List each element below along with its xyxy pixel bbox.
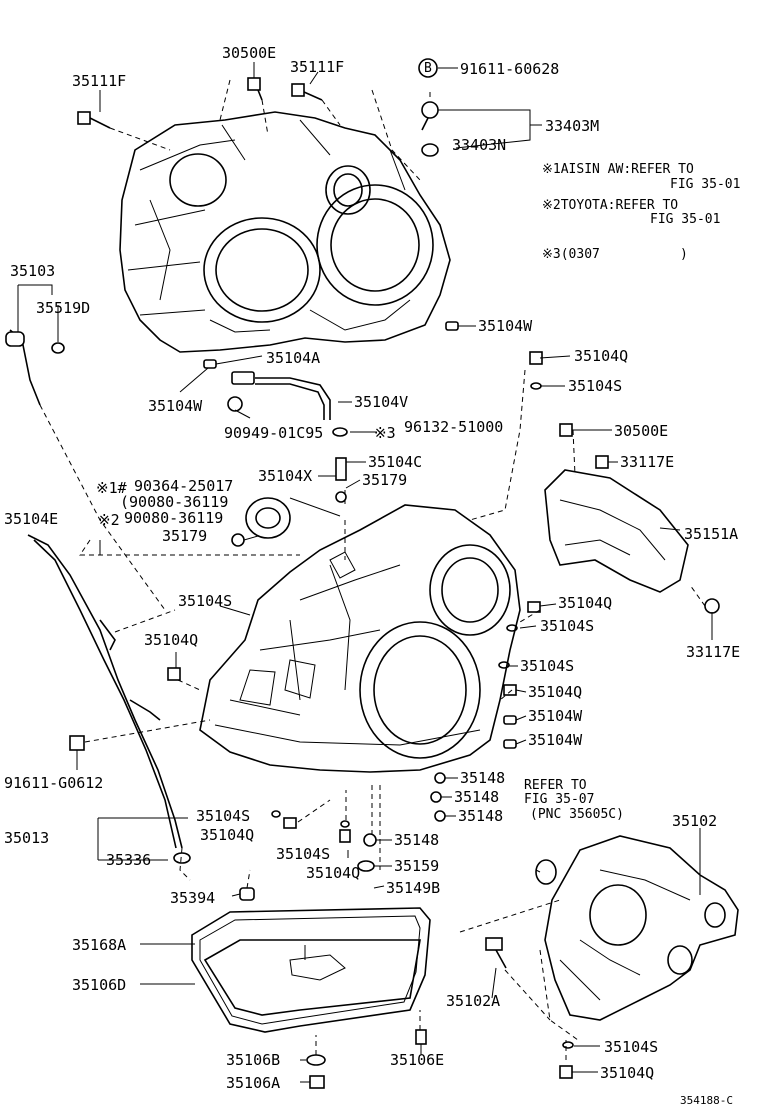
part-label-90080-36119-paren: (90080-36119	[120, 493, 228, 511]
asterisk-2-mark: ※2	[98, 511, 120, 529]
part-label-35104Q-bottom-mid: 35104Q	[306, 864, 360, 882]
part-label-35104S-right1: 35104S	[540, 617, 594, 635]
part-label-35103: 35103	[10, 262, 55, 280]
note-toyota-line1: ※2TOYOTA:REFER TO	[542, 198, 678, 213]
part-label-35104Q-right1: 35104Q	[558, 594, 612, 612]
line-art	[5, 58, 739, 1089]
part-label-35104E: 35104E	[4, 510, 58, 528]
part-label-35111F-top: 35111F	[290, 58, 344, 76]
transaxle-housing-drawing	[119, 111, 451, 353]
part-label-35111F-left: 35111F	[72, 72, 126, 90]
note-3-line-close: )	[680, 247, 688, 262]
part-label-35104C: 35104C	[368, 453, 422, 471]
part-label-33403N: 33403N	[452, 136, 506, 154]
part-label-35519D: 35519D	[36, 299, 90, 317]
reference-notes: ※1AISIN AW:REFER TO FIG 35-01 ※2TOYOTA:R…	[542, 162, 740, 262]
leader-lines	[17, 62, 713, 1083]
part-label-35104S-top: 35104S	[568, 377, 622, 395]
part-number-labels: 30500E 35111F 35111F 91611-60628 33403M …	[4, 44, 740, 1107]
part-label-35104Q-left: 35104Q	[144, 631, 198, 649]
part-label-35104Q-bottom-left: 35104Q	[200, 826, 254, 844]
part-label-35104S-bottom-mid: 35104S	[276, 845, 330, 863]
assembly-lines	[39, 79, 706, 1060]
note-aisin-line2: FIG 35-01	[670, 177, 740, 192]
refer-note-line2: FIG 35-07	[524, 792, 594, 807]
part-label-35104W-left: 35104W	[148, 397, 203, 415]
part-label-35104S-left: 35104S	[178, 592, 232, 610]
part-label-90364-25017: 90364-25017	[134, 477, 233, 495]
part-label-33117E-top: 33117E	[620, 453, 674, 471]
filter-drawing	[245, 497, 291, 539]
part-label-35179-left: 35179	[162, 527, 207, 545]
part-label-35148-a: 35148	[460, 769, 505, 787]
part-label-35168A: 35168A	[72, 936, 126, 954]
part-label-35104S-right2: 35104S	[520, 657, 574, 675]
note-toyota-line2: FIG 35-01	[650, 212, 720, 227]
dipstick-drawing	[5, 329, 183, 849]
part-label-35102: 35102	[672, 812, 717, 830]
part-label-35104Q-right2: 35104Q	[528, 683, 582, 701]
part-label-35159: 35159	[394, 857, 439, 875]
part-label-35104A: 35104A	[266, 349, 320, 367]
part-label-91611-G0612: 91611-G0612	[4, 774, 103, 792]
bolt-glyphs	[51, 77, 720, 1089]
part-label-96132-51000: 96132-51000	[404, 418, 503, 436]
illustration-id: 354188-C	[680, 1094, 733, 1107]
part-label-35179-mid: 35179	[362, 471, 407, 489]
transfer-case-drawing	[544, 835, 739, 1021]
part-label-35104W-right2: 35104W	[528, 731, 583, 749]
note-aisin-line1: ※1AISIN AW:REFER TO	[542, 162, 694, 177]
part-label-35104V: 35104V	[354, 393, 408, 411]
b-callout-letter: B	[424, 61, 432, 76]
part-label-35106A: 35106A	[226, 1074, 280, 1092]
part-label-30500E-top: 30500E	[222, 44, 276, 62]
part-label-35104S-bottom-left: 35104S	[196, 807, 250, 825]
part-label-35148-b: 35148	[454, 788, 499, 806]
heat-insulator-drawing	[544, 469, 689, 593]
part-label-35106D: 35106D	[72, 976, 126, 994]
part-label-35151A: 35151A	[684, 525, 738, 543]
refer-note-line1: REFER TO	[524, 778, 587, 793]
part-label-90949-01C95: 90949-01C95	[224, 424, 323, 442]
asterisk-1-mark: ※1#	[96, 479, 127, 497]
note-3-line-open: ※3(0307	[542, 247, 600, 262]
part-label-35394: 35394	[170, 889, 215, 907]
part-label-35104Q-top: 35104Q	[574, 347, 628, 365]
asterisk-3-mark: ※3	[374, 424, 396, 442]
part-label-35013: 35013	[4, 829, 49, 847]
part-label-90080-36119: 90080-36119	[124, 509, 223, 527]
part-label-35106E: 35106E	[390, 1051, 444, 1069]
part-label-35148-c: 35148	[458, 807, 503, 825]
part-label-35106B: 35106B	[226, 1051, 280, 1069]
part-label-35102A: 35102A	[446, 992, 500, 1010]
refer-note-line3: (PNC 35605C)	[530, 807, 624, 822]
part-label-33117E-bottom: 33117E	[686, 643, 740, 661]
part-label-35148-d: 35148	[394, 831, 439, 849]
part-label-35104W-top: 35104W	[478, 317, 533, 335]
transmission-case-drawing	[199, 504, 521, 773]
callout-b-circle	[418, 58, 438, 78]
part-label-35104Q-bottom-right: 35104Q	[600, 1064, 654, 1082]
part-label-91611-60628: 91611-60628	[460, 60, 559, 78]
part-label-35149B: 35149B	[386, 879, 440, 897]
part-label-35104X: 35104X	[258, 467, 312, 485]
part-label-35104S-bottom-right: 35104S	[604, 1038, 658, 1056]
part-label-30500E-right: 30500E	[614, 422, 668, 440]
part-label-35104W-right1: 35104W	[528, 707, 583, 725]
part-label-33403M: 33403M	[545, 117, 599, 135]
oil-pan-drawing	[191, 907, 431, 1033]
part-label-35336: 35336	[106, 851, 151, 869]
